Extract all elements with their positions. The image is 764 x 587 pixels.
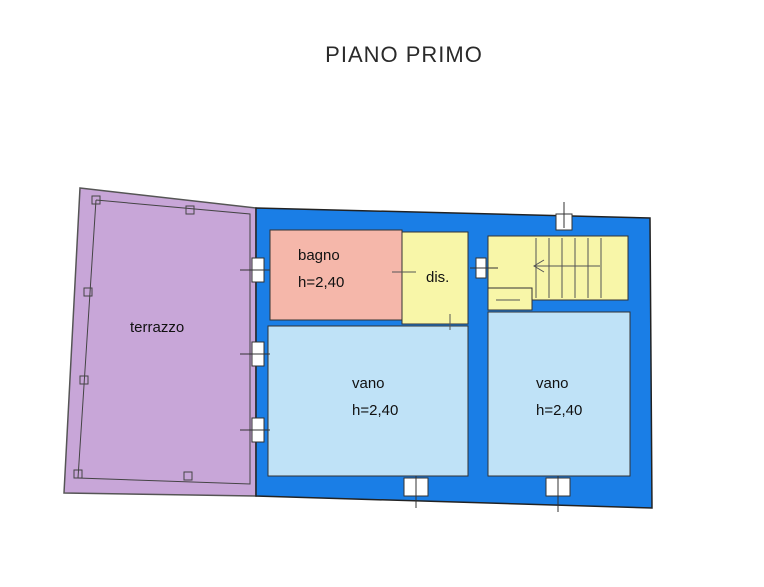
room-right-height: h=2,40	[536, 402, 582, 419]
terrace-label: terrazzo	[130, 319, 184, 336]
landing-area	[487, 287, 533, 311]
corridor-room	[401, 231, 469, 325]
room-left-height: h=2,40	[352, 402, 398, 419]
corridor-label: dis.	[426, 269, 449, 286]
door-marks	[392, 271, 520, 330]
bathroom-height: h=2,40	[298, 274, 344, 291]
terrace-posts	[73, 195, 195, 481]
room-left	[267, 325, 469, 477]
bathroom-room	[269, 229, 403, 321]
plan-title: PIANO PRIMO	[325, 42, 483, 67]
terrace-area	[63, 187, 257, 497]
bathroom-label: bagno	[298, 247, 340, 264]
staircase	[533, 238, 602, 298]
room-left-label: vano	[352, 375, 385, 392]
room-right	[487, 311, 631, 477]
window-sills	[240, 202, 565, 512]
room-right-label: vano	[536, 375, 569, 392]
terrace-railing	[77, 199, 251, 485]
